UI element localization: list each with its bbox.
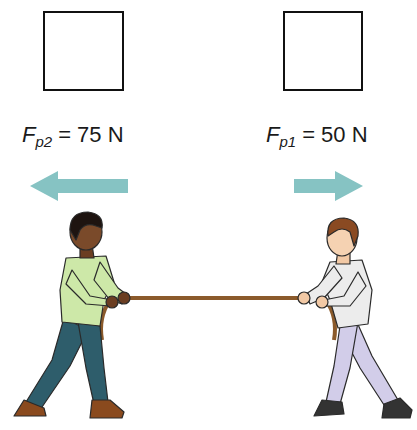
left-person <box>14 212 130 418</box>
force-subscript: p1 <box>279 133 296 150</box>
empty-box <box>284 12 362 90</box>
force-label: Fp1= 50 N <box>266 124 368 146</box>
force-value: = 50 N <box>302 122 367 147</box>
rope <box>101 298 335 340</box>
right-person <box>298 218 412 418</box>
empty-box <box>44 12 123 90</box>
force-subscript: p2 <box>35 133 52 150</box>
force-arrow <box>294 171 363 201</box>
force-symbol: F <box>22 122 35 147</box>
force-label: Fp2= 75 N <box>22 124 124 146</box>
force-value: = 75 N <box>58 122 123 147</box>
force-arrow <box>30 171 128 201</box>
force-symbol: F <box>266 122 279 147</box>
